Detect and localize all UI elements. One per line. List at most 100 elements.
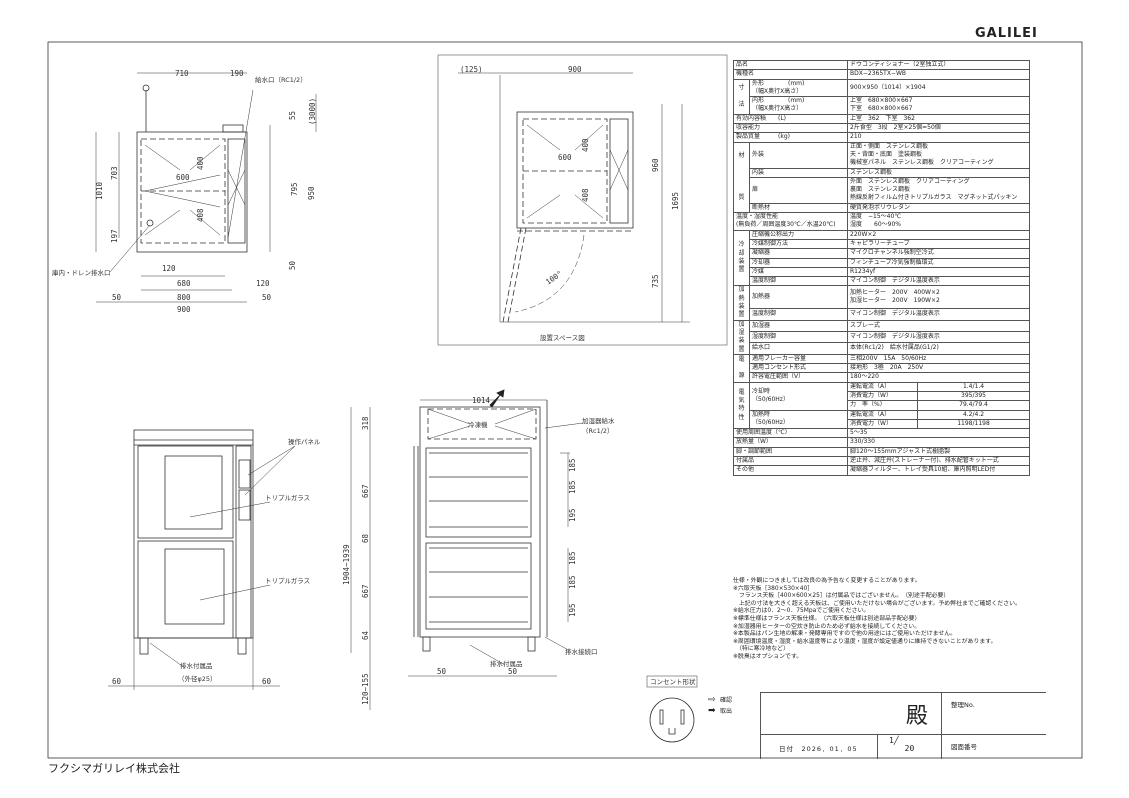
note-line: フランス天板［400×600×25］は付属品ではございません。（別途手配必要） xyxy=(733,593,950,600)
spec-cell: 395/395 xyxy=(917,390,1030,402)
spec-cell: 材 質 xyxy=(733,141,750,214)
note-line: ※加湿器用ヒーターの空炊き防止のため必ず給水を接続してください。 xyxy=(733,623,921,630)
dim-185: 185 xyxy=(568,458,577,472)
honorific: 殿 xyxy=(906,704,929,729)
spec-cell: ドウコンディショナー（2室独立式） xyxy=(847,59,1030,71)
dim-190: 190 xyxy=(230,69,244,78)
spec-row: 温度制御マイコン制御 デジタル温度表示 xyxy=(734,307,1030,321)
dim-3000: (3000) xyxy=(308,98,317,125)
spec-row: 品名ドウコンディショナー（2室独立式） xyxy=(732,59,1030,71)
spec-row: 内装ステンレス鋼板 xyxy=(734,167,1030,178)
dim-900: 900 xyxy=(177,305,191,314)
dim-735: 735 xyxy=(651,274,660,288)
spec-row: 寸 法外形 (mm) （幅X奥行X高さ）900×950（1014）×1904 xyxy=(733,78,1030,115)
dim-195: 195 xyxy=(568,603,577,617)
dim-185: 185 xyxy=(568,480,577,494)
spec-row: 力 率（%）79.4/79.4 xyxy=(734,400,1030,411)
spec-cell: 電 気 特 性 xyxy=(733,381,750,430)
spec-cell: 冷媒 xyxy=(748,266,849,278)
dim-185: 185 xyxy=(568,551,577,565)
dim-55: 55 xyxy=(288,111,297,120)
spec-cell: 加 湿 装 置 xyxy=(733,319,750,355)
title-block: 殿 整理No. 日付 2026．01．05 1╱20 図面番号 xyxy=(760,692,1046,759)
spec-cell: 寸 法 xyxy=(733,78,750,115)
spec-cell: 加熱時 （50/60Hz） xyxy=(748,409,849,430)
spec-cell: マイコン制御 デジタル温度表示 xyxy=(847,307,1030,321)
spec-cell: 外形 (mm) （幅X奥行X高さ） xyxy=(748,78,849,98)
note-line: ※脱臭はオプションです。 xyxy=(733,653,803,660)
spec-cell: 温度・湿度性能 (無負荷／周囲温度30℃／水温20℃) xyxy=(732,212,849,231)
door-angle: 100° xyxy=(544,269,564,287)
spec-cell: 運転電流（A） xyxy=(847,409,919,420)
spec-row: 凝縮器マイクロチャンネル強制空冷式 xyxy=(734,248,1030,259)
spec-cell: 凝縮器 xyxy=(748,248,849,259)
ref-no-label: 整理No. xyxy=(951,701,975,709)
drawing-date: 日付 2026．01．05 xyxy=(779,745,858,753)
dim-1010: 1010 xyxy=(95,181,104,200)
spec-cell: 消費電力（W） xyxy=(847,418,919,430)
dim-408: 408 xyxy=(196,208,205,222)
dim-1695: 1695 xyxy=(671,192,680,210)
spec-cell: 温度制御 xyxy=(748,307,849,321)
dim-680: 680 xyxy=(177,279,191,288)
page-total: 20 xyxy=(904,744,915,753)
spec-cell: 接地形 3極 20A 250V xyxy=(847,363,1030,374)
spec-cell: 逆止弁、減圧弁(ストレーナー付)、排水配管キット一式 xyxy=(847,456,1030,467)
spec-cell: 加熱器 xyxy=(748,285,849,309)
spec-cell: 凝縮器フィルター、トレイ受具10組、庫内照明LED付 xyxy=(847,465,1030,476)
spec-cell: 冷媒制御方法 xyxy=(748,238,849,250)
dim-400: 400 xyxy=(196,156,205,170)
dim-64: 64 xyxy=(361,630,370,640)
spec-cell: R1234yf xyxy=(847,266,1030,278)
spec-cell: 900×950（1014）×1904 xyxy=(847,78,1030,98)
spec-cell: 運転電流（A） xyxy=(847,381,919,393)
note-line: ※六取天板［380×530×40］ xyxy=(733,585,814,592)
dim-60: 60 xyxy=(262,677,272,686)
dim-1904-1939: 1904~1939 xyxy=(342,544,351,585)
outlet-shape: コンセント形状 xyxy=(646,675,698,743)
triple-glass-label: トリプルガラス xyxy=(265,493,310,502)
spec-cell: 220W×2 xyxy=(847,229,1030,240)
spec-cell: 冷却器 xyxy=(748,257,849,268)
spec-cell: 1.4/1.4 xyxy=(917,381,1030,393)
note-line: 仕様・外観につきましては改良の為予告なく変更することがあります。 xyxy=(733,578,921,584)
spec-cell: 力 率（%） xyxy=(847,400,919,411)
spec-row: 断熱材硬質発泡ポリウレタン xyxy=(734,202,1030,214)
dim-1014: 1014 xyxy=(472,396,491,405)
spec-row: 冷却器フィンチューブ冷気強制循環式 xyxy=(734,257,1030,268)
spec-cell: 扉 xyxy=(748,176,849,204)
spec-cell: マイクロチャンネル強制空冷式 xyxy=(847,248,1030,259)
dim-600: 600 xyxy=(176,173,190,182)
page-number: 1 xyxy=(889,736,894,745)
spec-cell: 許容電圧範囲（V） xyxy=(748,372,849,383)
dim-50: 50 xyxy=(508,667,518,676)
dim-703: 703 xyxy=(110,166,119,180)
dim-408: 408 xyxy=(581,188,590,202)
spec-row: その他凝縮器フィルター、トレイ受具10組、庫内照明LED付 xyxy=(732,465,1030,476)
spec-cell: 温度制御 xyxy=(748,276,849,287)
spec-row: 適用コンセント形式接地形 3極 20A 250V xyxy=(734,363,1030,374)
note-line: （特に寒冷地など） xyxy=(733,646,789,653)
spec-cell: 断熱材 xyxy=(748,202,849,214)
spec-cell: 給水口 xyxy=(748,342,849,355)
dim-795: 795 xyxy=(290,182,299,196)
spec-row: 電 源適用ブレーカー容量三相200V 15A 50/60Hz xyxy=(733,353,1030,383)
outlet-shape-label: コンセント形状 xyxy=(650,677,696,686)
dim-195: 195 xyxy=(568,508,577,522)
spec-notes: 仕様・外観につきましては改良の為予告なく変更することがあります。※六取天板［38… xyxy=(733,578,1063,662)
dim-185: 185 xyxy=(568,575,577,589)
dim-197: 197 xyxy=(110,229,119,243)
spec-row: 使用周囲温度（℃）5〜35 xyxy=(732,428,1030,439)
dim-120: 120 xyxy=(162,264,176,273)
spec-cell: 上室 680×800×667 下室 680×800×667 xyxy=(847,96,1030,115)
spec-row: 脚・調節範囲脚120〜155mmアジャスト式樹脂製 xyxy=(732,446,1030,458)
dim-50: 50 xyxy=(288,260,297,270)
spec-cell: 外装 xyxy=(748,141,849,169)
spec-cell: 180〜220 xyxy=(847,372,1030,383)
spec-row: 付属品逆止弁、減圧弁(ストレーナー付)、排水配管キット一式 xyxy=(732,456,1030,467)
spec-cell: 脚120〜155mmアジャスト式樹脂製 xyxy=(847,446,1030,458)
note-line: ※給水圧力は0．2〜0．75Mpaでご使用ください。 xyxy=(733,608,870,615)
dim-400: 400 xyxy=(581,138,590,152)
